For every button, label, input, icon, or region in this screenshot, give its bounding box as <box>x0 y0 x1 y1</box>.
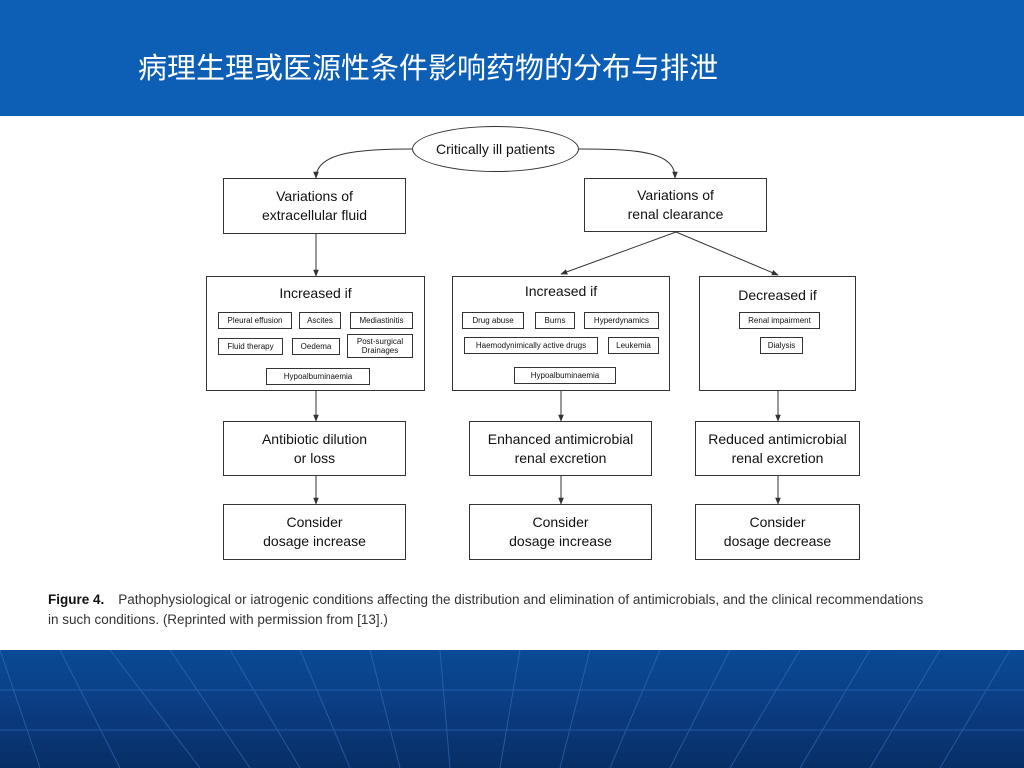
root-node: Critically ill patients <box>412 126 579 172</box>
left-conditions-box: Increased if Pleural effusion Ascites Me… <box>206 276 425 391</box>
mid-recommendation-box: Consider dosage increase <box>469 504 652 560</box>
right-effect-text: Reduced antimicrobial renal excretion <box>708 430 847 466</box>
right-conditions-title: Decreased if <box>738 287 817 303</box>
left-recommendation-text: Consider dosage increase <box>263 514 366 549</box>
right-variation-box: Variations of renal clearance <box>584 178 767 232</box>
condition-chip: Ascites <box>299 312 341 329</box>
condition-chip: Hyperdynamics <box>584 312 659 329</box>
right-variation-text: Variations of renal clearance <box>627 187 724 222</box>
mid-conditions-box: Increased if Drug abuse Burns Hyperdynam… <box>452 276 670 391</box>
slide-footer <box>0 650 1024 768</box>
root-to-right-arrow <box>578 148 678 179</box>
root-to-left-arrow <box>313 148 413 179</box>
right-var-to-inc-arrow <box>560 231 677 275</box>
condition-chip: Drug abuse <box>462 312 524 329</box>
caption-line-1: Figure 4. Pathophysiological or iatrogeni… <box>48 590 1024 610</box>
diagram-connectors <box>313 148 781 505</box>
left-recommendation-box: Consider dosage increase <box>223 504 406 560</box>
right-var-to-dec-arrow <box>675 231 779 276</box>
mid-conditions-title: Increased if <box>524 283 598 299</box>
mid-recommendation-text: Consider dosage increase <box>509 514 612 549</box>
mid-effect-box: Enhanced antimicrobial renal excretion <box>469 421 652 476</box>
figure-label: Figure 4. <box>48 592 105 607</box>
left-variation-text: Variations of extracellular fluid <box>261 188 368 223</box>
left-conditions-title: Increased if <box>279 285 352 301</box>
condition-chip: Leukemia <box>608 337 659 354</box>
mid-effect-text: Enhanced antimicrobial renal excretion <box>487 430 634 466</box>
right-recommendation-box: Consider dosage decrease <box>695 504 860 560</box>
right-recommendation-text: Consider dosage decrease <box>723 514 832 549</box>
condition-chip: Mediastinitis <box>350 312 413 329</box>
condition-chip: Renal impairment <box>739 312 820 329</box>
condition-chip: Haemodynimically active drugs <box>464 337 598 354</box>
condition-chip: Dialysis <box>760 337 803 354</box>
condition-chip: Fluid therapy <box>218 338 283 355</box>
condition-chip: Pleural effusion <box>218 312 292 329</box>
left-variation-box: Variations of extracellular fluid <box>223 178 406 234</box>
caption-text-1: Pathophysiological or iatrogenic conditi… <box>118 592 924 607</box>
slide-header: 病理生理或医源性条件影响药物的分布与排泄 <box>0 0 1024 116</box>
left-effect-text: Antibiotic dilution or loss <box>261 430 368 466</box>
right-effect-box: Reduced antimicrobial renal excretion <box>695 421 860 476</box>
right-conditions-box: Decreased if Renal impairment Dialysis <box>699 276 856 391</box>
slide-title: 病理生理或医源性条件影响药物的分布与排泄 <box>138 51 719 85</box>
caption-text-2: in such conditions. (Reprinted with perm… <box>48 612 388 627</box>
condition-chip: Post-surgical Drainages <box>347 334 413 358</box>
footer-pattern <box>0 650 1024 768</box>
condition-chip: Hypoalbuminaemia <box>266 368 370 385</box>
condition-chip: Oedema <box>292 338 340 355</box>
condition-chip: Burns <box>535 312 575 329</box>
left-effect-box: Antibiotic dilution or loss <box>223 421 406 476</box>
condition-chip: Hypoalbuminaemia <box>514 367 616 384</box>
figure-caption: Figure 4. Pathophysiological or iatrogeni… <box>48 590 1024 630</box>
